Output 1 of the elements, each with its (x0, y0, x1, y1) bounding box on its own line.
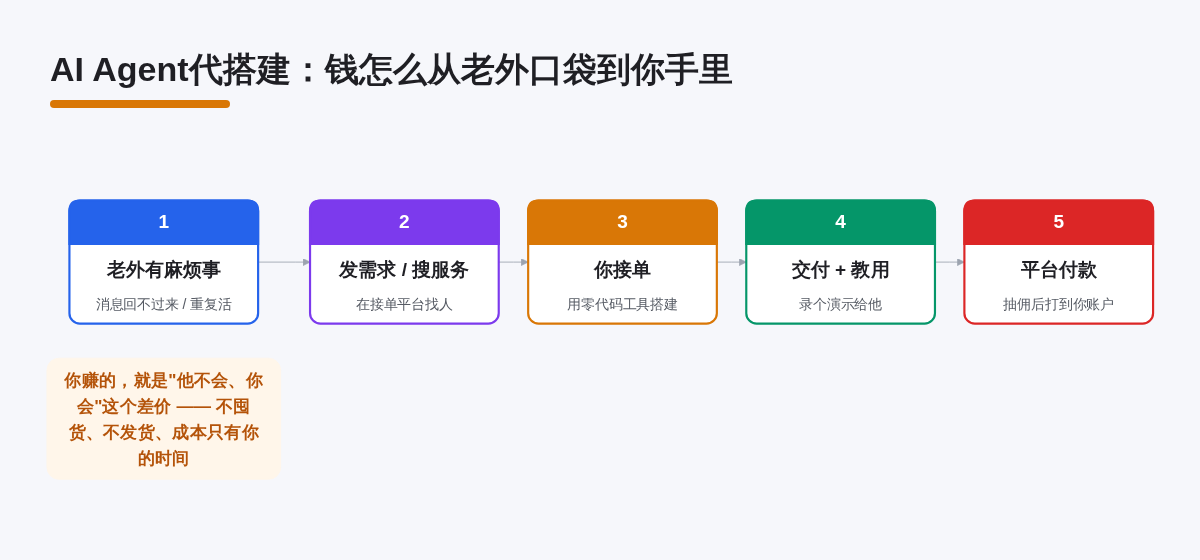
title: AI Agent代搭建：钱怎么从老外口袋到你手里 (50, 49, 733, 90)
